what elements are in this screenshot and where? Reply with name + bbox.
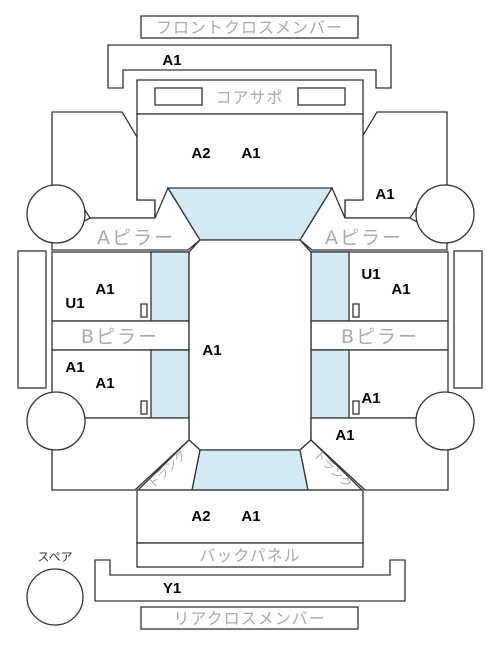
right-front-door-code-a1: A1 <box>391 281 410 298</box>
rear-window[interactable] <box>191 449 309 491</box>
left-front-door-handle <box>140 303 148 318</box>
left-side-step[interactable] <box>17 250 47 389</box>
left-front-wheel[interactable] <box>26 184 86 244</box>
spare-tire[interactable] <box>26 568 84 626</box>
right-a-pillar-label: Aピラー <box>325 227 403 249</box>
left-rear-wheel[interactable] <box>26 391 86 451</box>
right-front-door-code-u1: U1 <box>361 266 380 283</box>
left-b-pillar-label: Bピラー <box>81 326 159 348</box>
right-rear-door-code: A1 <box>361 390 380 407</box>
right-front-door-handle <box>352 303 360 318</box>
right-rear-door-handle <box>352 400 360 415</box>
right-rear-quarter-code: A1 <box>335 427 354 444</box>
front-member[interactable] <box>107 44 392 89</box>
rear-cross-member-box[interactable] <box>140 606 359 630</box>
trunk-code-a1: A1 <box>241 508 260 525</box>
back-panel[interactable] <box>136 542 364 568</box>
back-panel-label: バックパネル <box>199 546 300 565</box>
hood-code-a2: A2 <box>191 145 210 162</box>
core-support-label: コアサポ <box>215 88 283 107</box>
left-rear-door-handle <box>140 400 148 415</box>
left-b-pillar[interactable] <box>51 320 190 351</box>
right-b-pillar-label: Bピラー <box>341 326 419 348</box>
front-cross-member-label: フロントクロスメンバー <box>156 18 343 37</box>
core-support-right-light <box>297 87 346 106</box>
right-side-step[interactable] <box>453 250 483 389</box>
right-front-fender-code: A1 <box>375 186 394 203</box>
rear-member[interactable] <box>94 559 406 602</box>
core-support-left-light <box>154 87 203 106</box>
left-rear-door-code-a1-bottom: A1 <box>95 375 114 392</box>
left-a-pillar-label: Aピラー <box>97 227 175 249</box>
right-front-door-glass[interactable] <box>310 251 350 322</box>
left-front-door-code-u1: U1 <box>65 295 84 312</box>
roof-code: A1 <box>202 342 221 359</box>
spare-label: スペア <box>37 550 72 564</box>
left-front-door-code-a1: A1 <box>95 281 114 298</box>
rear-member-code: Y1 <box>163 580 181 597</box>
left-rear-door-code-a1-top: A1 <box>65 359 84 376</box>
left-rear-door-glass[interactable] <box>150 349 190 419</box>
left-front-door-glass[interactable] <box>150 251 190 322</box>
front-cross-member-box[interactable] <box>140 15 359 39</box>
trunk-code-a2: A2 <box>191 508 210 525</box>
right-front-wheel[interactable] <box>415 184 475 244</box>
hood-code-a1: A1 <box>241 145 260 162</box>
right-rear-wheel[interactable] <box>415 391 475 451</box>
rear-cross-member-label: リアクロスメンバー <box>173 609 325 628</box>
front-member-code: A1 <box>162 52 181 69</box>
trunk-lid[interactable] <box>136 489 364 544</box>
right-rear-door-glass[interactable] <box>310 349 350 419</box>
